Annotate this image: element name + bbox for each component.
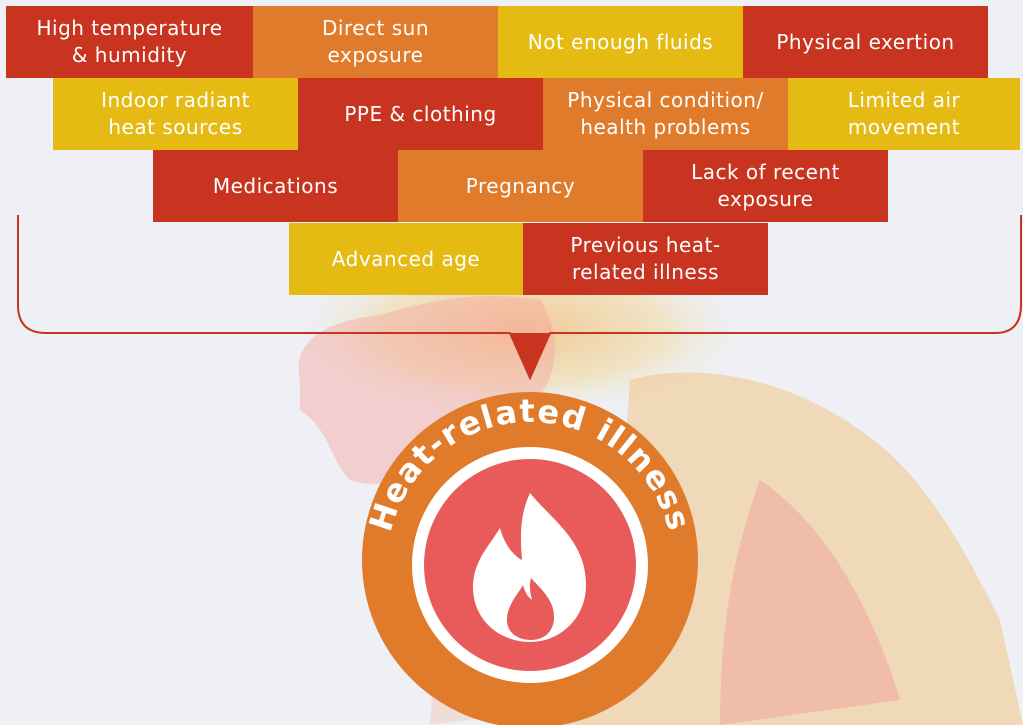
- factor-tile: Lack of recent exposure: [643, 150, 888, 222]
- factor-tile: Direct sun exposure: [253, 6, 498, 78]
- factor-row-1: High temperature & humidity Direct sun e…: [6, 6, 988, 78]
- factor-tile: Advanced age: [289, 223, 523, 295]
- factor-tile: Previous heat- related illness: [523, 223, 768, 295]
- factor-tile: Physical exertion: [743, 6, 988, 78]
- flame-icon: [472, 493, 587, 642]
- factor-tile: Physical condition/ health problems: [543, 78, 788, 150]
- factor-row-2: Indoor radiant heat sources PPE & clothi…: [53, 78, 1020, 150]
- factor-tile: PPE & clothing: [298, 78, 543, 150]
- factor-tile: High temperature & humidity: [6, 6, 253, 78]
- factor-tile: Medications: [153, 150, 398, 222]
- factor-tile: Indoor radiant heat sources: [53, 78, 298, 150]
- factor-row-4: Advanced age Previous heat- related illn…: [289, 223, 768, 295]
- factor-row-3: Medications Pregnancy Lack of recent exp…: [153, 150, 888, 222]
- factor-tile: Pregnancy: [398, 150, 643, 222]
- factor-tile: Not enough fluids: [498, 6, 743, 78]
- factor-tile: Limited air movement: [788, 78, 1020, 150]
